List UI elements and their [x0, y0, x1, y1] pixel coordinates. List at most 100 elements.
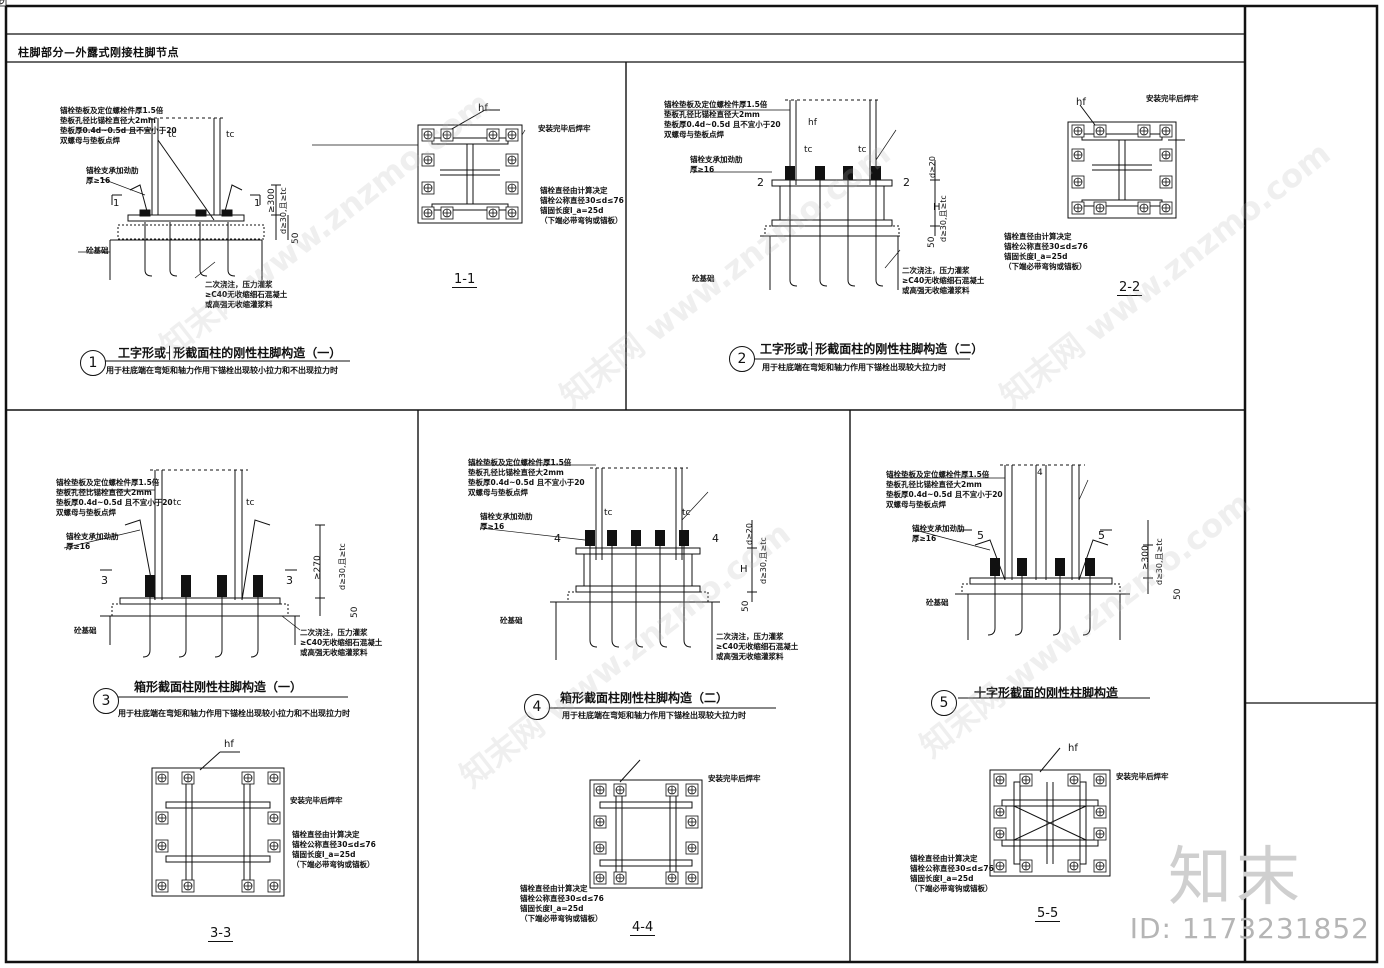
section-5-5	[989, 747, 1111, 877]
svg-text:tc: tc	[858, 145, 867, 155]
svg-text:d≥20: d≥20	[928, 156, 937, 178]
install-note-2: 安装完毕后焊牢	[1146, 94, 1199, 103]
svg-text:50: 50	[350, 606, 360, 618]
svg-text:tc: tc	[168, 130, 177, 140]
section-label-3-3: 3-3	[208, 926, 234, 942]
install-note-5: 安装完毕后焊牢	[1116, 772, 1169, 781]
svg-text:≥270: ≥270	[313, 555, 323, 580]
detail-1-subtitle: 用于柱底端在弯矩和轴力作用下锚栓出现较小拉力和不出现拉力时	[106, 366, 338, 375]
section-label-1-1: 1-1	[452, 272, 478, 288]
section-3-3	[151, 751, 285, 897]
foundation-label-5: 砼基础	[926, 598, 949, 607]
detail-2-elevation	[760, 99, 940, 290]
svg-text:d≥30,且≥tc: d≥30,且≥tc	[759, 537, 768, 584]
section-label-2-2: 2-2	[1117, 280, 1143, 296]
svg-text:H: H	[740, 564, 748, 575]
grout-note-3: 二次浇注，压力灌浆≥C40无收缩细石混凝土或高强无收缩灌浆料	[300, 628, 383, 657]
svg-text:3: 3	[101, 574, 108, 587]
hf-label-5: hf	[1068, 743, 1078, 754]
svg-text:tc: tc	[682, 508, 691, 518]
detail-1-elevation	[109, 117, 289, 280]
svg-text:tc: tc	[173, 498, 182, 508]
hf-label-2: hf	[1076, 97, 1086, 108]
detail-4-subtitle: 用于柱底端在弯矩和轴力作用下锚栓出现较大拉力时	[562, 711, 746, 720]
foundation-label-2: 砼基础	[692, 274, 715, 283]
install-note-1: 安装完毕后焊牢	[538, 124, 591, 133]
stiffener-note-5: 锚栓支承加劲肋厚≥16	[912, 524, 965, 543]
svg-text:5: 5	[977, 529, 984, 542]
outer-frame	[4, 4, 1379, 964]
svg-text:50: 50	[291, 232, 301, 244]
detail-1-callout: 1	[80, 350, 106, 376]
section-label-5-5: 5-5	[1035, 906, 1061, 922]
detail-3-elevation	[100, 469, 325, 658]
svg-text:2: 2	[903, 176, 910, 189]
detail-5-elevation	[955, 464, 1153, 640]
svg-text:5: 5	[1098, 529, 1105, 542]
svg-text:tc: tc	[226, 130, 235, 140]
hf-label-1: hf	[478, 103, 488, 114]
watermark-logo: 知末	[1168, 841, 1304, 915]
grout-note-2: 二次浇注，压力灌浆≥C40无收缩细石混凝土或高强无收缩灌浆料	[902, 266, 985, 295]
hf-label-3: hf	[224, 739, 234, 750]
svg-text:1: 1	[113, 198, 119, 209]
section-1-1	[417, 109, 523, 224]
svg-text:tc: tc	[246, 498, 255, 508]
svg-text:3: 3	[286, 574, 293, 587]
detail-4-elevation	[550, 467, 757, 660]
svg-text:tc: tc	[804, 145, 813, 155]
detail-3-subtitle: 用于柱底端在弯矩和轴力作用下锚栓出现较小拉力和不出现拉力时	[118, 709, 350, 718]
svg-text:4: 4	[712, 532, 719, 545]
section-2-2	[1067, 104, 1185, 219]
detail-1-title: 工字形或┤形截面柱的刚性柱脚构造（一）	[118, 346, 342, 360]
install-note-4: 安装完毕后焊牢	[708, 774, 761, 783]
svg-text:2: 2	[757, 176, 764, 189]
bolt-symbols	[0, 0, 1173, 893]
detail-3-callout: 3	[93, 688, 119, 714]
watermark-id: ID: 1173231852	[1129, 912, 1370, 945]
detail-4-title: 箱形截面柱刚性柱脚构造（二）	[560, 691, 729, 705]
svg-text:4: 4	[554, 532, 561, 545]
svg-text:50: 50	[927, 236, 937, 248]
svg-text:4: 4	[1037, 468, 1043, 478]
stiffener-note-1: 锚栓支承加劲肋厚≥16	[86, 166, 139, 185]
stiffener-note-2: 锚栓支承加劲肋厚≥16	[690, 155, 743, 174]
svg-text:1: 1	[254, 198, 260, 209]
svg-text:50: 50	[741, 600, 751, 612]
foundation-label-3: 砼基础	[74, 626, 97, 635]
detail-2-callout: 2	[729, 346, 755, 372]
svg-text:tc: tc	[604, 508, 613, 518]
detail-3-title: 箱形截面柱刚性柱脚构造（一）	[134, 680, 303, 694]
foundation-label-1: 砼基础	[86, 246, 109, 255]
svg-text:d≥20: d≥20	[745, 523, 754, 545]
svg-text:H: H	[933, 202, 941, 213]
detail-5-callout: 5	[931, 690, 957, 716]
detail-2-subtitle: 用于柱底端在弯矩和轴力作用下锚栓出现较大拉力时	[762, 363, 946, 372]
svg-text:50: 50	[1173, 588, 1183, 600]
foundation-label-4: 砼基础	[500, 616, 523, 625]
svg-text:d≥30,且≥tc: d≥30,且≥tc	[939, 195, 948, 242]
grout-note-1: 二次浇注，压力灌浆≥C40无收缩细石混凝土或高强无收缩灌浆料	[205, 280, 288, 309]
stiffener-note-4: 锚栓支承加劲肋厚≥16	[480, 512, 533, 531]
install-note-3: 安装完毕后焊牢	[290, 796, 343, 805]
svg-text:≥300: ≥300	[267, 188, 277, 213]
section-4-4	[589, 759, 703, 889]
sheet-title: 柱脚部分—外露式刚接柱脚节点	[18, 46, 179, 59]
svg-text:d≥30,且≥tc: d≥30,且≥tc	[1155, 538, 1164, 585]
stiffener-note-3: 锚栓支承加劲肋厚≥16	[66, 532, 119, 551]
detail-2-title: 工字形或┤形截面柱的刚性柱脚构造（二）	[760, 342, 984, 356]
section-label-4-4: 4-4	[630, 920, 656, 936]
svg-text:≥300: ≥300	[1141, 545, 1151, 570]
